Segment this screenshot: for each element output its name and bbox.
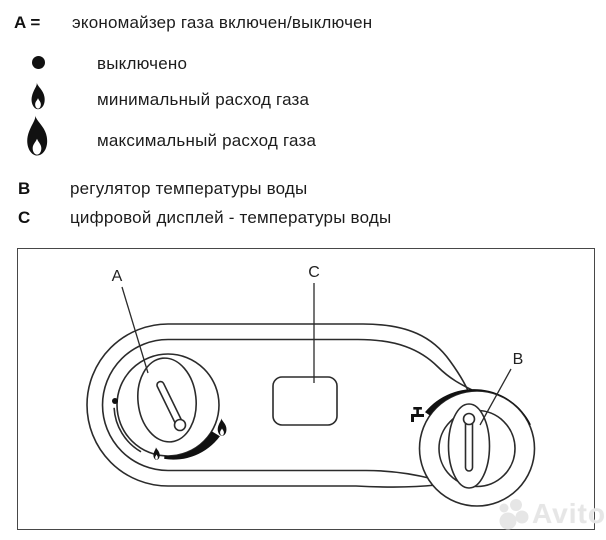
legend-text-display: цифровой дисплей - температуры воды bbox=[70, 208, 392, 227]
label-b: B bbox=[513, 351, 524, 368]
label-a: A bbox=[112, 268, 123, 285]
legend-text-economizer: экономайзер газа включен/выключен bbox=[72, 13, 373, 32]
legend-text-temp-regulator: регулятор температуры воды bbox=[70, 179, 308, 198]
power-off-dot-icon bbox=[32, 56, 45, 69]
control-panel-diagram: C B bbox=[17, 248, 595, 530]
avito-watermark-text: Avito bbox=[532, 498, 606, 529]
knob-a-economizer bbox=[112, 353, 227, 460]
legend-key-a: A = bbox=[14, 13, 41, 32]
avito-logo-icon bbox=[499, 499, 529, 530]
knob-a-off-dot bbox=[112, 398, 118, 404]
legend-text-off: выключено bbox=[97, 54, 188, 73]
legend: A = экономайзер газа включен/выключен вы… bbox=[0, 0, 606, 240]
label-c: C bbox=[308, 264, 320, 281]
avito-watermark: Avito bbox=[496, 492, 606, 536]
label-b-pointer-line bbox=[479, 368, 512, 426]
faucet-icon bbox=[411, 407, 424, 422]
digital-display bbox=[272, 376, 338, 426]
legend-key-c: C bbox=[18, 208, 31, 227]
knob-a-max-arc bbox=[164, 431, 220, 460]
flame-small-icon bbox=[29, 82, 47, 110]
legend-text-max-gas: максимальный расход газа bbox=[97, 131, 317, 150]
knob-b-temperature bbox=[411, 389, 536, 507]
label-a-pointer-line bbox=[121, 286, 149, 374]
legend-key-b: B bbox=[18, 179, 31, 198]
legend-text-min-gas: минимальный расход газа bbox=[97, 90, 310, 109]
panel-outline bbox=[86, 323, 473, 488]
knob-a-min-arc bbox=[113, 407, 142, 453]
knob-a-large-flame-icon bbox=[217, 418, 227, 436]
flame-large-icon bbox=[23, 115, 51, 156]
